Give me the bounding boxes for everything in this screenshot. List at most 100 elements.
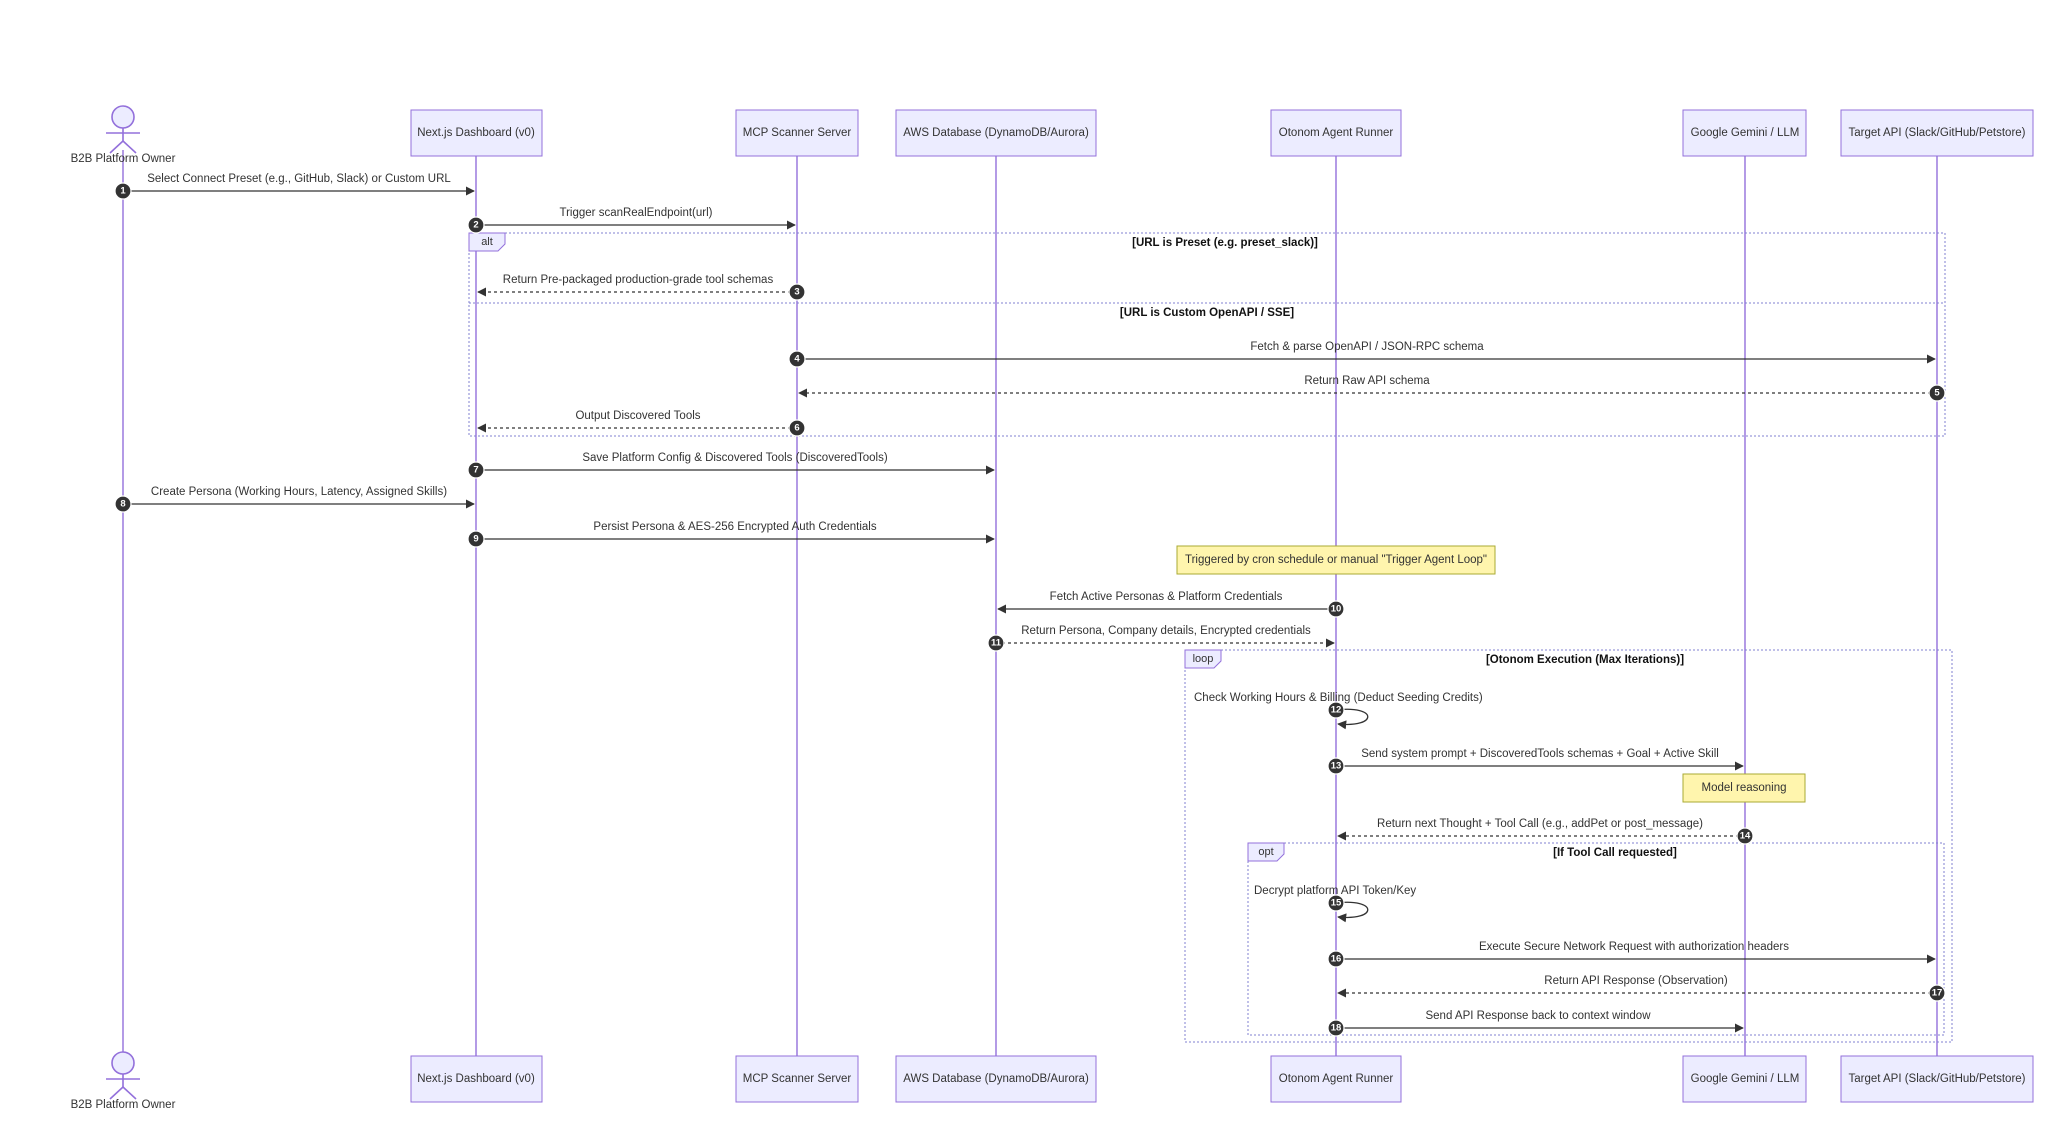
message-8: Create Persona (Working Hours, Latency, … xyxy=(114,486,475,513)
actor-runner-label: Otonom Agent Runner xyxy=(1279,1073,1394,1085)
actor-llm-label: Google Gemini / LLM xyxy=(1691,1073,1800,1085)
message-4: Fetch & parse OpenAPI / JSON-RPC schema … xyxy=(788,341,1936,368)
message-11-badge xyxy=(987,634,1005,652)
message-2-number: 2 xyxy=(473,220,478,231)
actor-db-top: AWS Database (DynamoDB/Aurora) xyxy=(895,109,1097,157)
frame-loop-condition: [Otonom Execution (Max Iterations)] xyxy=(1486,654,1684,666)
frame-alt-else-condition: [URL is Custom OpenAPI / SSE] xyxy=(1120,307,1294,319)
note-reasoning-box xyxy=(1682,773,1806,803)
note-reasoning-text: Model reasoning xyxy=(1701,782,1786,794)
frame-loop: loop [Otonom Execution (Max Iterations)] xyxy=(1184,649,1953,1043)
message-7: Save Platform Config & Discovered Tools … xyxy=(467,452,995,479)
message-6-badge xyxy=(788,419,806,437)
actor-db-bottom: AWS Database (DynamoDB/Aurora) xyxy=(895,1055,1097,1103)
message-12: Check Working Hours & Billing (Deduct Se… xyxy=(1194,692,1483,730)
message-5-text: Return Raw API schema xyxy=(1304,375,1430,387)
message-17-badge xyxy=(1928,984,1946,1002)
frame-opt: opt [If Tool Call requested] xyxy=(1247,842,1945,1036)
message-1: Select Connect Preset (e.g., GitHub, Sla… xyxy=(114,173,475,200)
lifelines xyxy=(122,150,1938,1056)
message-3-text: Return Pre-packaged production-grade too… xyxy=(503,274,774,286)
message-17-number: 17 xyxy=(1932,988,1943,999)
message-3-badge xyxy=(788,283,806,301)
frame-alt-box xyxy=(468,232,1946,437)
message-9-badge xyxy=(467,530,485,548)
message-14: Return next Thought + Tool Call (e.g., a… xyxy=(1337,818,1754,845)
message-4-badge xyxy=(788,350,806,368)
frame-loop-label: loop xyxy=(1193,653,1214,665)
frame-alt-tag xyxy=(468,232,506,252)
message-14-number: 14 xyxy=(1740,831,1751,842)
message-11-text: Return Persona, Company details, Encrypt… xyxy=(1021,625,1311,637)
actor-mcp-bottom: MCP Scanner Server xyxy=(735,1055,859,1103)
actor-runner-bottom: Otonom Agent Runner xyxy=(1270,1055,1402,1103)
message-12-arrow xyxy=(1335,708,1369,730)
actor-api-label: Target API (Slack/GitHub/Petstore) xyxy=(1848,1073,2025,1085)
actor-api-bottom: Target API (Slack/GitHub/Petstore) xyxy=(1840,1055,2034,1103)
message-1-number: 1 xyxy=(120,186,126,197)
message-15-text: Decrypt platform API Token/Key xyxy=(1254,885,1416,897)
actor-api-label: Target API (Slack/GitHub/Petstore) xyxy=(1848,127,2025,139)
message-6-number: 6 xyxy=(794,423,799,434)
message-18: Send API Response back to context window… xyxy=(1327,1010,1744,1037)
message-5-number: 5 xyxy=(1934,388,1940,399)
message-12-badge xyxy=(1327,701,1345,719)
person-icon xyxy=(106,105,140,154)
actor-runner-top: Otonom Agent Runner xyxy=(1270,109,1402,157)
actor-dashboard-top: Next.js Dashboard (v0) xyxy=(410,109,543,157)
message-12-text: Check Working Hours & Billing (Deduct Se… xyxy=(1194,692,1483,704)
message-7-number: 7 xyxy=(473,465,478,476)
message-16-number: 16 xyxy=(1331,954,1342,965)
actor-api-top: Target API (Slack/GitHub/Petstore) xyxy=(1840,109,2034,157)
note-reasoning: Model reasoning xyxy=(1682,773,1806,803)
frame-alt: alt [URL is Preset (e.g. preset_slack)] … xyxy=(468,232,1946,437)
message-12-number: 12 xyxy=(1331,705,1342,716)
message-8-badge xyxy=(114,495,132,513)
message-10-text: Fetch Active Personas & Platform Credent… xyxy=(1050,591,1283,603)
actor-owner-top: B2B Platform Owner xyxy=(71,105,176,165)
message-5: Return Raw API schema 5 xyxy=(798,375,1946,402)
actor-dashboard-label: Next.js Dashboard (v0) xyxy=(417,1073,535,1085)
actor-db-label: AWS Database (DynamoDB/Aurora) xyxy=(903,1073,1089,1085)
message-8-text: Create Persona (Working Hours, Latency, … xyxy=(151,486,447,498)
message-2-badge xyxy=(467,216,485,234)
frame-loop-box xyxy=(1184,649,1953,1043)
actor-llm-bottom: Google Gemini / LLM xyxy=(1682,1055,1807,1103)
message-6: Output Discovered Tools 6 xyxy=(477,410,806,437)
message-7-text: Save Platform Config & Discovered Tools … xyxy=(582,452,887,464)
message-11: Return Persona, Company details, Encrypt… xyxy=(987,625,1335,652)
message-14-badge xyxy=(1736,827,1754,845)
actor-db-label: AWS Database (DynamoDB/Aurora) xyxy=(903,127,1089,139)
actor-owner-label: B2B Platform Owner xyxy=(71,1099,176,1111)
frame-opt-box xyxy=(1247,842,1945,1036)
message-17-text: Return API Response (Observation) xyxy=(1544,975,1728,987)
frame-opt-condition: [If Tool Call requested] xyxy=(1553,847,1677,859)
actor-dashboard-bottom: Next.js Dashboard (v0) xyxy=(410,1055,543,1103)
message-13: Send system prompt + DiscoveredTools sch… xyxy=(1327,748,1744,775)
message-8-number: 8 xyxy=(120,499,125,510)
message-2: Trigger scanRealEndpoint(url) 2 xyxy=(467,207,796,234)
message-10: Fetch Active Personas & Platform Credent… xyxy=(997,591,1345,618)
message-6-text: Output Discovered Tools xyxy=(575,410,700,422)
message-13-badge xyxy=(1327,757,1345,775)
message-10-badge xyxy=(1327,600,1345,618)
note-cron-text: Triggered by cron schedule or manual "Tr… xyxy=(1185,554,1487,566)
note-cron-box xyxy=(1176,545,1496,575)
message-9: Persist Persona & AES-256 Encrypted Auth… xyxy=(467,521,995,548)
actor-mcp-label: MCP Scanner Server xyxy=(743,127,852,139)
actor-owner-bottom: B2B Platform Owner xyxy=(71,1051,176,1111)
message-16-text: Execute Secure Network Request with auth… xyxy=(1479,941,1789,953)
message-15-badge xyxy=(1327,894,1345,912)
frame-opt-tag xyxy=(1247,842,1285,862)
message-13-number: 13 xyxy=(1331,761,1342,772)
frame-loop-tag xyxy=(1184,649,1222,669)
message-16: Execute Secure Network Request with auth… xyxy=(1327,941,1936,968)
message-10-number: 10 xyxy=(1331,604,1342,615)
message-15: Decrypt platform API Token/Key 15 xyxy=(1254,885,1416,923)
note-cron: Triggered by cron schedule or manual "Tr… xyxy=(1176,545,1496,575)
message-18-number: 18 xyxy=(1331,1023,1342,1034)
message-1-text: Select Connect Preset (e.g., GitHub, Sla… xyxy=(147,173,451,185)
actor-runner-label: Otonom Agent Runner xyxy=(1279,127,1394,139)
message-18-text: Send API Response back to context window xyxy=(1425,1010,1651,1022)
